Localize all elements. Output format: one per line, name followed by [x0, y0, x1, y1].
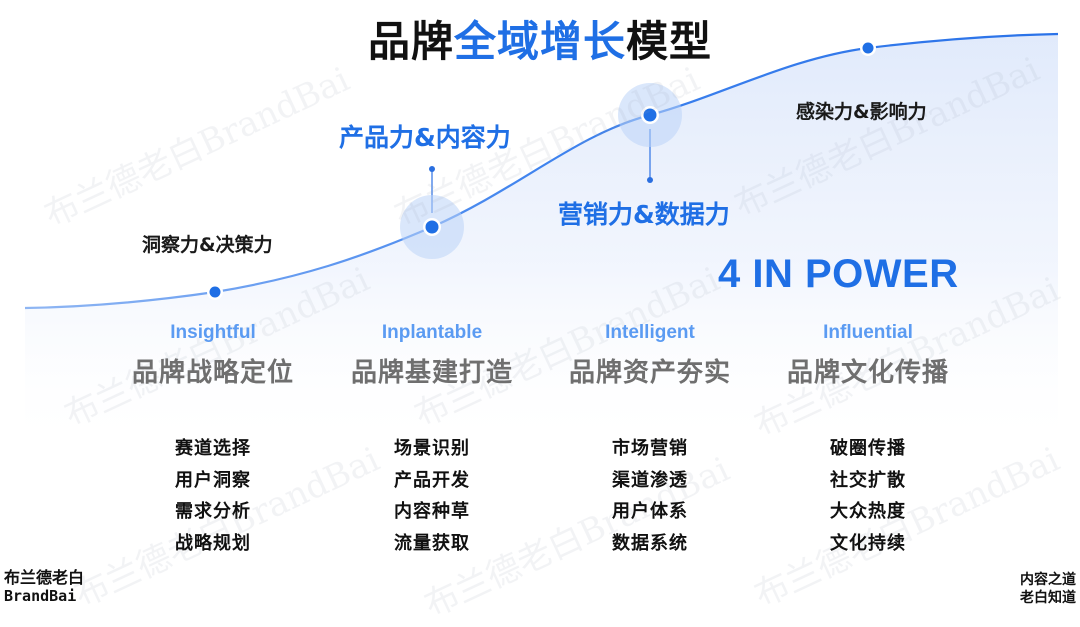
curve-node-icon [641, 106, 659, 124]
title-part-3: 模型 [626, 17, 713, 66]
growth-band [25, 34, 1058, 452]
pillar-chinese-title: 品牌文化传播 [786, 358, 949, 388]
pillar-item-list: 场景识别 产品开发 内容种草 流量获取 [312, 433, 552, 559]
growth-curve [24, 32, 1059, 310]
list-item: 用户体系 [612, 501, 688, 522]
pillar-column-2: Inplantable 品牌基建打造 场景识别 产品开发 内容种草 流量获取 [312, 322, 552, 559]
connector-dot-3 [647, 177, 653, 183]
curve-label-1: 洞察力&决策力 [142, 234, 273, 256]
pillar-item-list: 市场营销 渠道渗透 用户体系 数据系统 [530, 433, 770, 559]
curve-node-icon [860, 40, 876, 56]
curve-label-3: 营销力&数据力 [558, 200, 730, 229]
pillar-chinese-title: 品牌战略定位 [131, 358, 294, 388]
slogan-line-1: 内容之道 [1020, 572, 1076, 588]
list-item: 需求分析 [175, 501, 251, 522]
list-item: 大众热度 [830, 501, 906, 522]
title-part-1: 品牌 [367, 17, 454, 66]
pillar-column-1: Insightful 品牌战略定位 赛道选择 用户洞察 需求分析 战略规划 [93, 322, 333, 559]
list-item: 产品开发 [394, 469, 470, 491]
brand-name-en: BrandBai [4, 587, 77, 605]
pillar-english-title: Inplantable [381, 322, 483, 343]
diagram-canvas: 布兰德老白BrandBai 布兰德老白BrandBai 布兰德老白BrandBa… [0, 8, 1080, 626]
list-item: 文化持续 [830, 532, 906, 554]
connector-dot-2 [429, 166, 435, 172]
title-part-2: 全域增长 [453, 17, 626, 66]
pillar-chinese-title: 品牌基建打造 [350, 358, 513, 388]
curve-node-icon [207, 284, 223, 300]
list-item: 战略规划 [175, 532, 251, 554]
pillar-item-list: 破圈传播 社交扩散 大众热度 文化持续 [748, 433, 988, 559]
brand-logo-right: 内容之道 老白知道 [1020, 571, 1076, 607]
list-item: 社交扩散 [830, 469, 906, 491]
list-item: 内容种草 [394, 501, 470, 522]
pillar-english-title: Intelligent [605, 322, 695, 343]
brand-name-cn: 布兰德老白 [4, 568, 85, 587]
curve-label-4: 感染力&影响力 [796, 101, 927, 123]
pillar-chinese-title: 品牌资产夯实 [568, 358, 731, 388]
list-item: 场景识别 [394, 438, 470, 459]
pillar-column-3: Intelligent 品牌资产夯实 市场营销 渠道渗透 用户体系 数据系统 [530, 322, 770, 559]
brand-logo-left: 布兰德老白 BrandBai [4, 568, 85, 606]
curve-label-2: 产品力&内容力 [339, 123, 511, 152]
pillar-item-list: 赛道选择 用户洞察 需求分析 战略规划 [93, 433, 333, 559]
list-item: 数据系统 [612, 532, 688, 554]
page-title: 品牌全域增长模型 [0, 8, 1080, 69]
list-item: 赛道选择 [175, 438, 251, 459]
growth-curve-graphic [24, 32, 1059, 452]
list-item: 流量获取 [394, 532, 470, 554]
curve-node-icon [423, 218, 441, 236]
pillar-column-4: Influential 品牌文化传播 破圈传播 社交扩散 大众热度 文化持续 [748, 322, 988, 559]
list-item: 渠道渗透 [612, 469, 688, 491]
list-item: 用户洞察 [175, 469, 251, 491]
pillar-english-title: Influential [823, 322, 913, 343]
list-item: 市场营销 [612, 438, 688, 459]
pillar-english-title: Insightful [170, 322, 256, 343]
slogan-line-2: 老白知道 [1020, 590, 1076, 606]
list-item: 破圈传播 [830, 438, 906, 459]
power-headline: 4 IN POWER [718, 252, 959, 296]
